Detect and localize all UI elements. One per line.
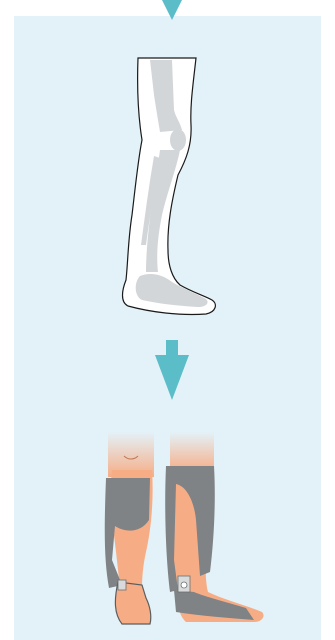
arrow-down-icon (155, 340, 189, 400)
leg-brace-front-icon (105, 432, 154, 624)
arrow-down-icon (162, 0, 182, 20)
leg-skeleton-icon (123, 58, 216, 315)
leg-brace-side-icon (165, 432, 263, 622)
